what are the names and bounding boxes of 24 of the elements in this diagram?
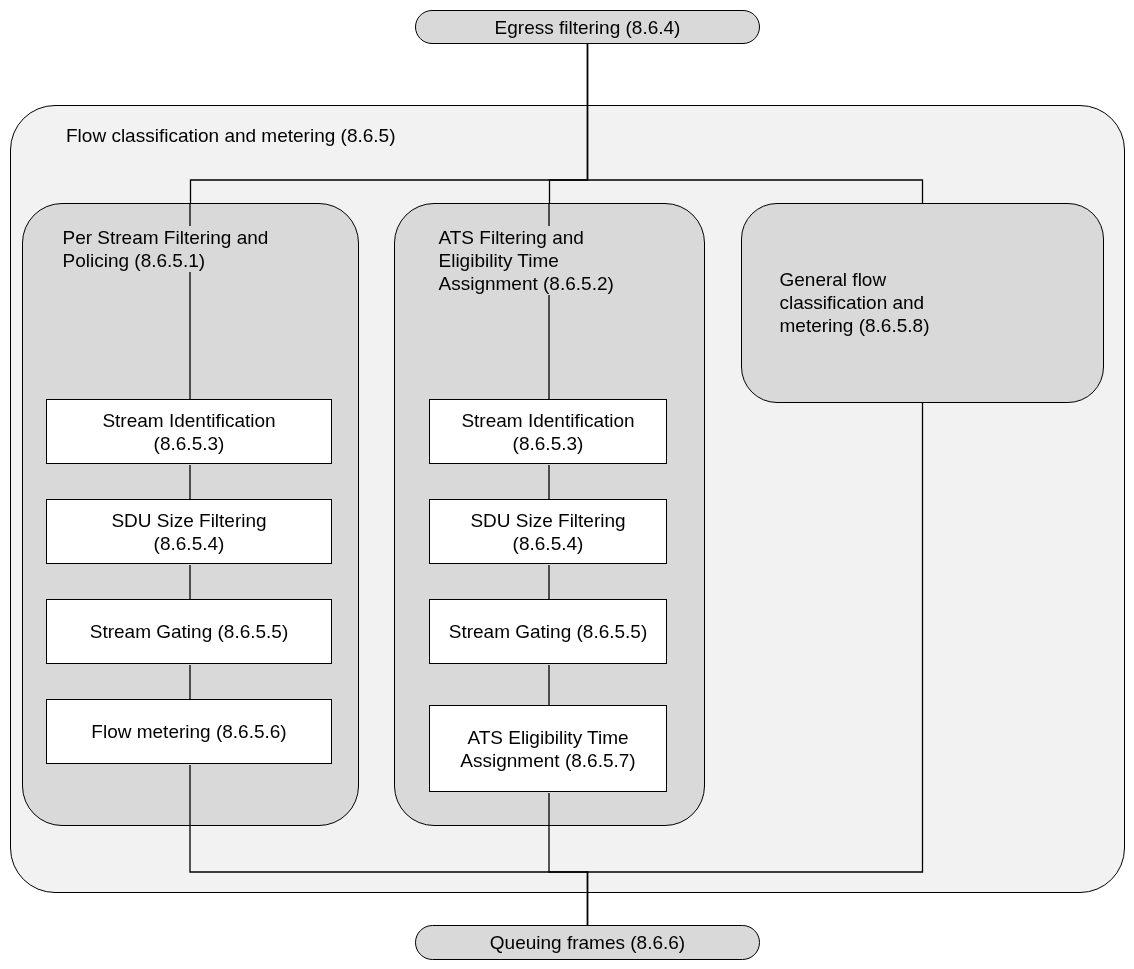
process-box <box>429 705 667 792</box>
connector-line <box>189 564 191 601</box>
group-box <box>10 105 1125 893</box>
connector-line <box>548 664 550 707</box>
group-box <box>21 202 359 826</box>
connector-line <box>548 464 550 501</box>
terminal-pill <box>415 10 760 44</box>
process-box <box>429 399 667 464</box>
process-box <box>46 599 332 664</box>
connector-line <box>189 464 191 501</box>
group-box <box>740 202 1104 403</box>
connector-line <box>586 43 924 204</box>
process-box <box>429 499 667 564</box>
connector-line <box>586 402 924 926</box>
connector-line <box>189 664 191 701</box>
connector-line <box>189 202 191 401</box>
connector-line <box>548 564 550 601</box>
process-box <box>46 399 332 464</box>
process-box <box>429 599 667 664</box>
terminal-pill <box>415 925 760 960</box>
connector-line <box>548 202 550 401</box>
process-box <box>46 699 332 764</box>
group-box <box>393 202 705 826</box>
process-box <box>46 499 332 564</box>
